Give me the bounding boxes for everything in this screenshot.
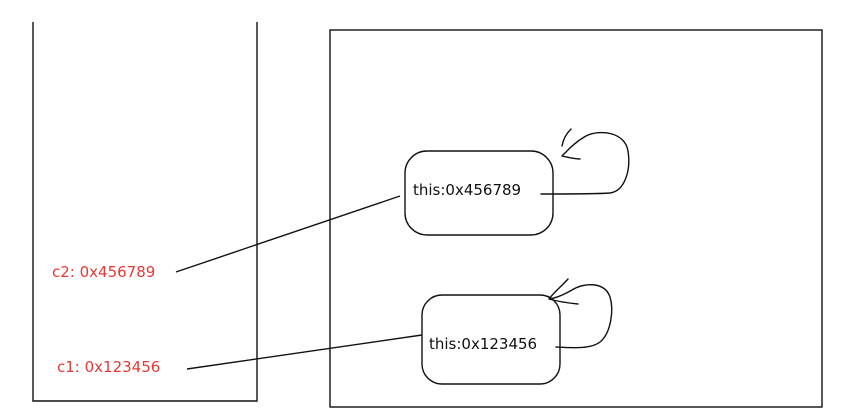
heap-object-456789-label: this:0x456789 xyxy=(413,181,522,199)
stack-variable-c1-label: c1: 0x123456 xyxy=(57,358,161,376)
object-box-123456 xyxy=(421,294,561,385)
reference-arrow-c1 xyxy=(186,334,423,370)
self-reference-loop-456789 xyxy=(540,128,630,195)
stack-frame xyxy=(32,22,258,402)
heap-frame xyxy=(329,29,823,408)
object-box-456789 xyxy=(404,150,554,236)
heap-object-123456-label: this:0x123456 xyxy=(429,335,538,353)
stack-variable-c2-label: c2: 0x456789 xyxy=(52,263,156,281)
self-reference-loop-123456 xyxy=(548,278,613,349)
reference-arrow-c2 xyxy=(175,195,401,273)
